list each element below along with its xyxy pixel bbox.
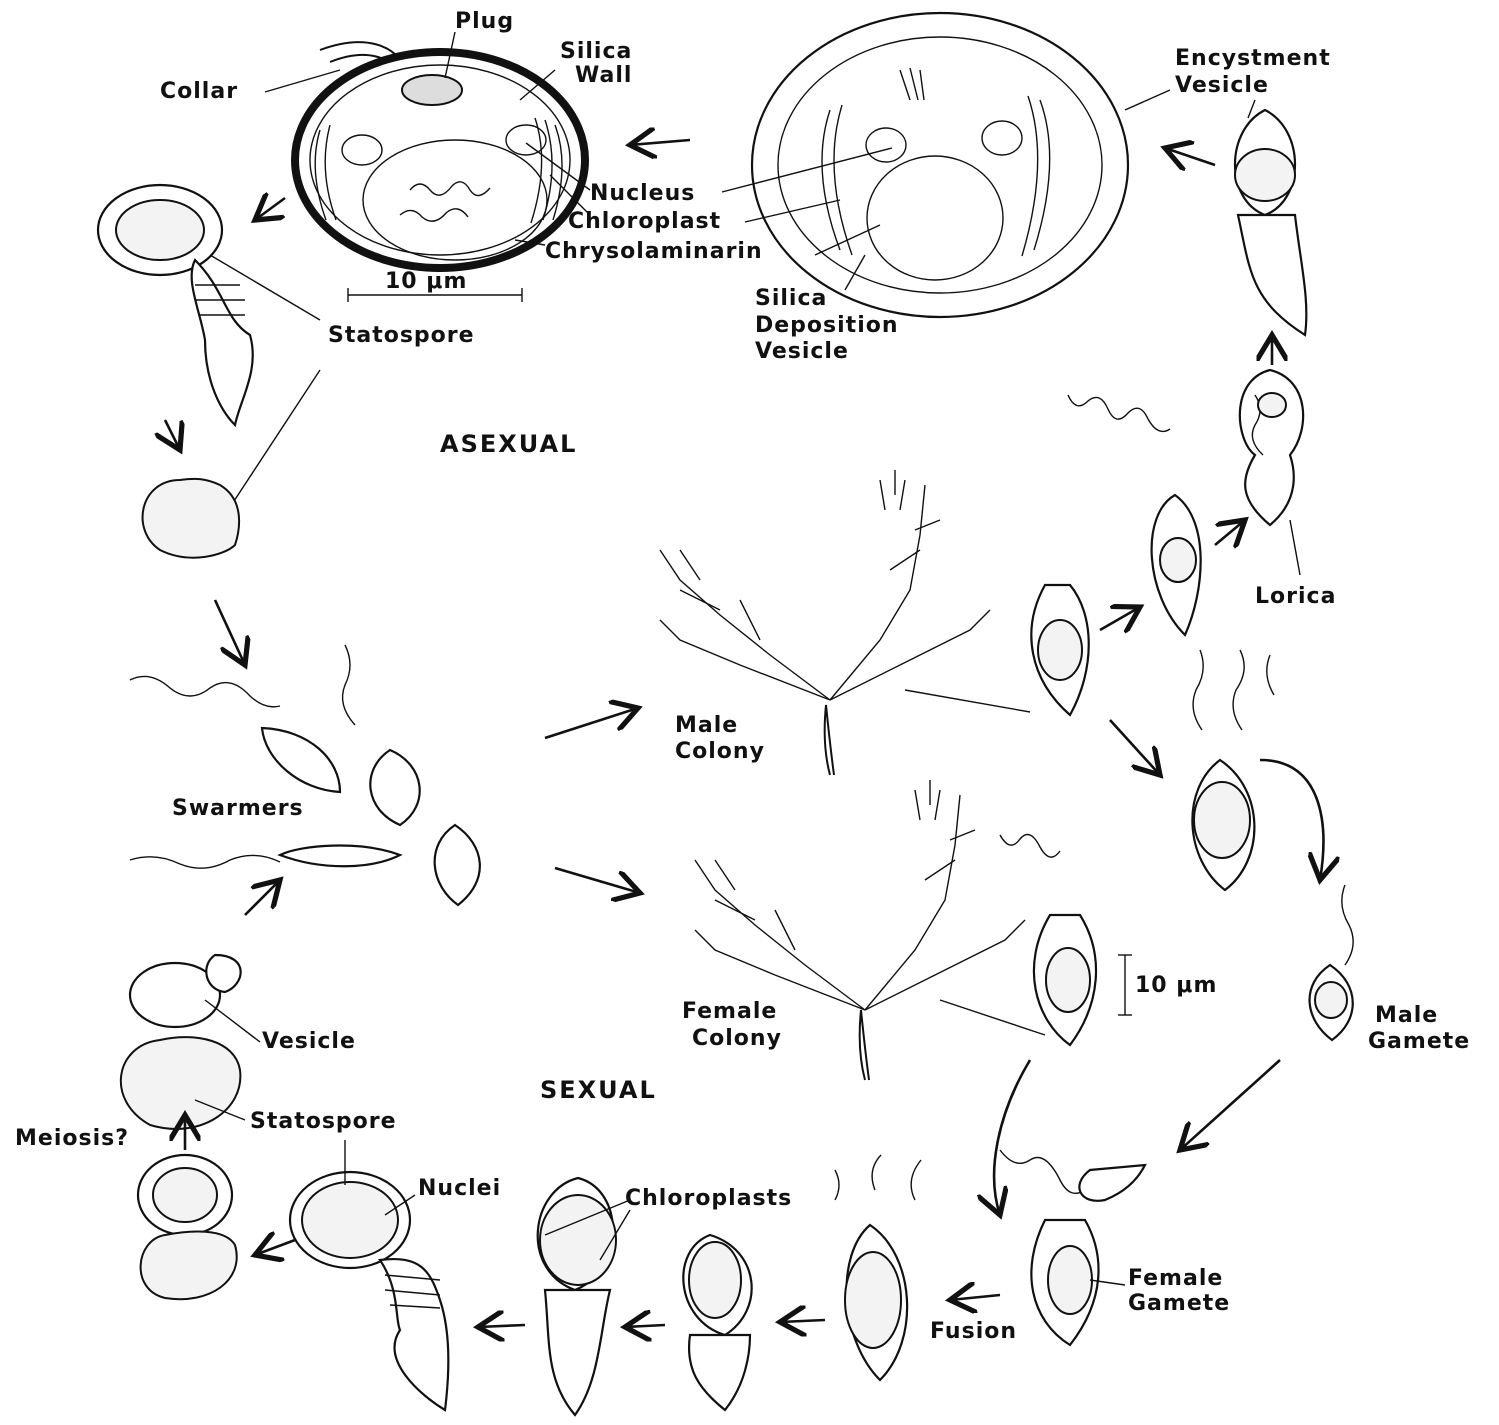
amoeboid-cell xyxy=(143,479,240,558)
label-encystment-2: Vesicle xyxy=(1175,73,1269,98)
label-male-gamete-2: Gamete xyxy=(1368,1029,1470,1054)
label-silica-wall-1: Silica xyxy=(560,39,632,64)
label-statospore-bottom: Statospore xyxy=(250,1109,397,1134)
statospore-in-lorica-top xyxy=(98,185,253,425)
lorica-developing-cell xyxy=(683,1235,751,1410)
male-colony-cell xyxy=(1031,585,1088,715)
label-silica-wall-2: Wall xyxy=(575,63,632,88)
label-silica-deposition-1: Silica xyxy=(755,286,827,311)
label-lorica: Lorica xyxy=(1255,584,1336,609)
label-collar: Collar xyxy=(160,79,238,104)
label-statospore-top: Statospore xyxy=(328,323,475,348)
label-chrysolaminarin: Chrysolaminarin xyxy=(545,239,763,264)
label-vesicle: Vesicle xyxy=(262,1029,356,1054)
label-sexual: SEXUAL xyxy=(540,1076,657,1104)
label-silica-deposition-3: Vesicle xyxy=(755,339,849,364)
label-male-colony-2: Colony xyxy=(675,739,765,764)
label-female-gamete-1: Female xyxy=(1128,1266,1223,1291)
diagram-labels: Plug Silica Wall Collar Nucleus Chloropl… xyxy=(15,9,1470,1344)
label-fusion: Fusion xyxy=(930,1319,1017,1344)
label-chloroplast: Chloroplast xyxy=(568,209,721,234)
label-chloroplasts: Chloroplasts xyxy=(625,1186,792,1211)
encystment-cross-section xyxy=(752,13,1128,317)
label-swarmers: Swarmers xyxy=(172,796,304,821)
label-scale-mid: 10 μm xyxy=(1135,973,1217,998)
swarmer-cells xyxy=(130,645,480,905)
label-encystment-1: Encystment xyxy=(1175,46,1331,71)
male-gamete-cell xyxy=(1310,885,1354,1040)
vesicle-releasing-cells xyxy=(121,955,241,1129)
female-gamete-fusion-cell xyxy=(1000,1150,1145,1345)
scale-bar-mid xyxy=(1118,955,1132,1015)
label-asexual: ASEXUAL xyxy=(440,430,577,458)
label-scale-top: 10 μm xyxy=(385,269,467,294)
label-male-colony-1: Male xyxy=(675,713,738,738)
lorica-chloroplasts-cell xyxy=(538,1178,616,1415)
label-female-gamete-2: Gamete xyxy=(1128,1291,1230,1316)
loricate-cell-upper xyxy=(1240,370,1303,525)
label-plug: Plug xyxy=(455,9,514,34)
encystment-lorica-cell xyxy=(1235,110,1306,335)
label-female-colony-1: Female xyxy=(682,999,777,1024)
male-gamete-release-cell xyxy=(1192,650,1274,890)
cycle-arrows xyxy=(165,140,1323,1327)
label-female-colony-2: Colony xyxy=(692,1026,782,1051)
female-colony-cell xyxy=(1000,835,1096,1046)
label-meiosis: Meiosis? xyxy=(15,1126,129,1151)
label-nuclei: Nuclei xyxy=(418,1176,501,1201)
label-male-gamete-1: Male xyxy=(1375,1003,1438,1028)
lorica-fused-cell xyxy=(835,1155,921,1380)
label-silica-deposition-2: Deposition xyxy=(755,313,899,338)
statospore-in-lorica-bottom xyxy=(290,1172,448,1410)
statospore-split-cell xyxy=(138,1155,237,1299)
swimming-cell-upper xyxy=(1068,395,1201,635)
label-nucleus: Nucleus xyxy=(590,181,695,206)
